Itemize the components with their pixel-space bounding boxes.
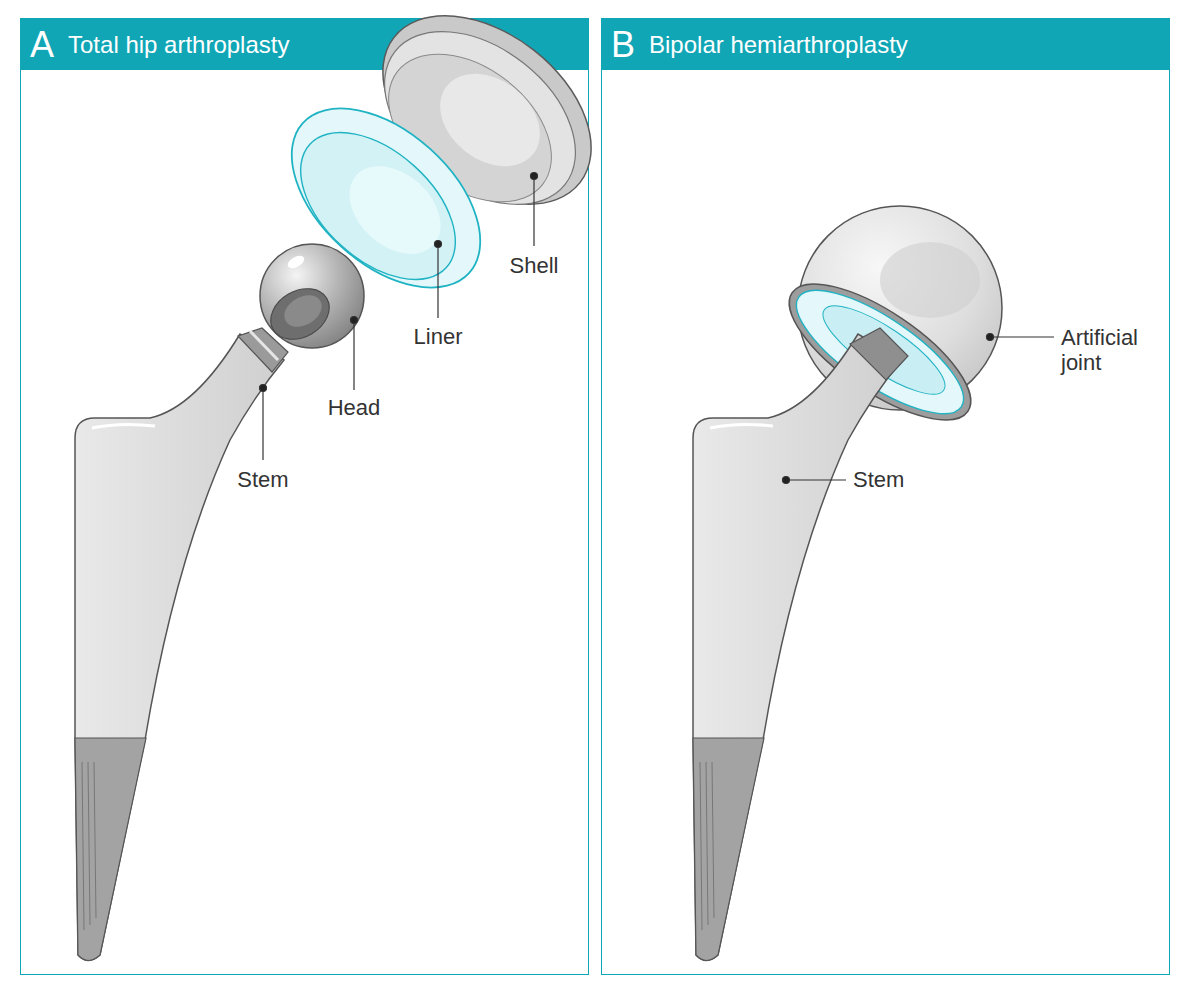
bipolar-illustration [770, 206, 1002, 444]
stem-taper [238, 328, 288, 372]
taper-shine [250, 331, 278, 360]
dome-rim [770, 260, 990, 445]
head-shine [286, 253, 307, 271]
part-label: Shell [510, 253, 559, 278]
shell-back [347, 0, 627, 243]
part-label: Head [328, 395, 381, 420]
panel-box: A Total hip arthroplasty [20, 18, 589, 975]
liner-inner [812, 291, 956, 408]
leader-line [533, 176, 534, 246]
stem-illustration [693, 328, 908, 961]
stem-grooves [700, 762, 714, 930]
leader-line [262, 388, 263, 460]
head-illustration [260, 244, 364, 349]
stem-shine [710, 424, 773, 428]
leader-line [353, 320, 354, 390]
leader-line [437, 244, 438, 318]
part-label: Stem [237, 467, 288, 492]
stem-taper [850, 328, 908, 380]
dome-shade [880, 242, 980, 318]
part-label: Stem [853, 467, 904, 492]
panel-header-band: A Total hip arthroplasty [21, 19, 588, 70]
leader-dot [531, 173, 538, 180]
leader-dot [260, 385, 267, 392]
leader-dot [987, 334, 994, 341]
stem-shine [92, 424, 155, 428]
panel-title: Total hip arthroplasty [68, 33, 289, 57]
femoral-head [260, 244, 364, 348]
head-bore-inner [279, 289, 328, 333]
liner-illustration [259, 74, 514, 322]
stem-body [693, 334, 902, 961]
liner-rim [259, 74, 514, 322]
part-label: Artificial joint [1061, 325, 1161, 375]
panel-header-band: B Bipolar hemiarthroplasty [602, 19, 1169, 70]
bipolar-liner [780, 269, 981, 435]
panel-title: Bipolar hemiarthroplasty [649, 33, 908, 57]
stem-tip [693, 738, 764, 961]
panel-letter: B [611, 27, 635, 63]
shell-illustration [347, 0, 627, 243]
stem-body [75, 334, 284, 961]
shell-highlight [422, 55, 558, 186]
liner-inner [273, 104, 482, 307]
stem-tip [75, 738, 146, 961]
panel-letter: A [30, 27, 54, 63]
shell-rim [352, 0, 608, 240]
liner-highlight [332, 148, 457, 271]
part-label: Liner [414, 324, 463, 349]
leader-line [990, 336, 1054, 337]
leader-dot [435, 241, 442, 248]
head-bore [262, 279, 339, 350]
shell-inner [361, 24, 580, 232]
leader-dot [351, 317, 358, 324]
leader-line [786, 479, 846, 480]
bipolar-dome [798, 206, 1002, 410]
leader-dot [783, 477, 790, 484]
leader-lines [260, 173, 1055, 484]
stem-illustration [75, 328, 288, 961]
stem-grooves [82, 762, 96, 930]
panel-box: B Bipolar hemiarthroplasty [601, 18, 1170, 975]
